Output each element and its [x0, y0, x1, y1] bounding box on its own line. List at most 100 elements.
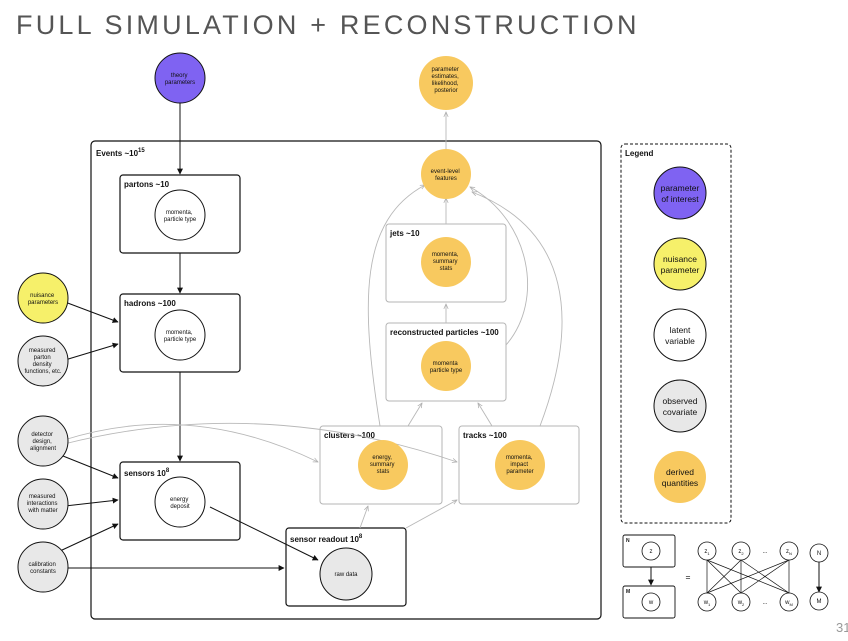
- raw-data-node: raw data: [319, 547, 373, 601]
- calibration-constants-circle: [17, 541, 69, 593]
- legend-nuisance-line: parameter: [661, 265, 700, 275]
- legend-nuisance-circle: [653, 237, 707, 291]
- measured-interactions-circle: [17, 478, 69, 530]
- edge-readout-to-clusters: [359, 506, 368, 529]
- energy-deposit-line: energy: [170, 497, 188, 503]
- mini-w-node-label: w2: [737, 600, 745, 607]
- partons-circle: [154, 189, 206, 241]
- edge-tracks-to-reco: [478, 403, 493, 427]
- mini-plate-m-label: M: [626, 589, 630, 595]
- jets-label: momenta, summary stats: [432, 252, 460, 272]
- partons-label: momenta, particle type: [164, 210, 197, 223]
- measured-interactions-node: measured interactions with matter: [17, 478, 69, 530]
- mini-w-node-circle: [731, 592, 751, 612]
- mini-w-subscript: 1: [708, 602, 711, 607]
- sensor-readout-plate-label-text: sensor readout 10: [290, 535, 359, 544]
- reconstructed-particles-circle: [421, 341, 471, 391]
- legend-parameter-line: parameter: [661, 183, 700, 193]
- event-level-features-circle: [421, 149, 471, 199]
- parameter-estimates-node: parameter estimates, likelihood, posteri…: [419, 56, 473, 110]
- edge-clusters-to-event: [367, 185, 425, 427]
- edge-nuisance-to-hadrons: [64, 301, 119, 323]
- sensor-readout-plate-label: sensor readout 108: [290, 534, 363, 544]
- legend-parameter-circle: [653, 166, 707, 220]
- clusters-line: summary: [370, 462, 395, 468]
- event-level-features-label: event-level features: [431, 169, 462, 182]
- measured-interactions-line: interactions: [27, 501, 58, 507]
- mini-z-label: z: [650, 549, 653, 555]
- mini-n-label: N: [817, 551, 821, 557]
- page-number: 31: [836, 620, 848, 635]
- mini-equals-sign: =: [686, 572, 691, 582]
- sensor-readout-plate-label-exponent: 8: [359, 534, 363, 540]
- legend-observed-circle: [653, 379, 707, 433]
- reconstructed-particles-node: momenta particle type: [421, 341, 471, 391]
- legend-nuisance-line: nuisance: [663, 254, 697, 264]
- legend-latent-circle: [653, 308, 707, 362]
- parton-density-functions-node: measured parton density functions, etc.: [17, 335, 69, 387]
- reconstructed-particles-line: momenta: [433, 361, 459, 367]
- calibration-constants-label: calibration constants: [28, 562, 57, 575]
- mini-z-symbol: z: [738, 549, 741, 555]
- partons-line: momenta,: [166, 210, 193, 216]
- legend-derived-line: derived: [666, 467, 694, 477]
- mini-w-circle: [641, 592, 661, 612]
- mini-z-circle: [641, 541, 661, 561]
- calibration-constants-line: constants: [30, 569, 56, 575]
- detector-design-line: alignment: [30, 446, 56, 452]
- mini-z-subscript: N: [789, 551, 792, 556]
- mini-z-node-circle: [731, 541, 751, 561]
- legend-derived-line: quantities: [662, 478, 698, 488]
- raw-data-label: raw data: [334, 572, 358, 578]
- edge-detector-to-clusters: [63, 423, 318, 462]
- event-level-features-line: features: [435, 176, 457, 182]
- mini-edge: [740, 559, 790, 594]
- clusters-line: energy,: [372, 455, 392, 461]
- jets-node: momenta, summary stats: [421, 237, 471, 287]
- hadrons-plate-label: hadrons ~100: [124, 299, 176, 308]
- parameter-estimates-circle: [419, 56, 473, 110]
- theory-parameters-line: theory: [171, 73, 188, 79]
- parton-density-functions-line: parton: [34, 355, 51, 361]
- event-level-features-node: event-level features: [421, 149, 471, 199]
- parameter-estimates-line: likelihood,: [432, 81, 459, 87]
- partons-node: momenta, particle type: [154, 189, 206, 241]
- detector-design-line: design,: [32, 439, 52, 445]
- partons-plate-label: partons ~10: [124, 180, 170, 189]
- events-plate-label-exponent: 15: [138, 148, 145, 154]
- clusters-plate-label: clusters ~100: [324, 431, 375, 440]
- mini-edge: [706, 559, 790, 594]
- mini-m-label: M: [817, 599, 822, 605]
- tracks-line: momenta,: [506, 455, 533, 461]
- mini-z-node-label: z1: [704, 549, 710, 556]
- energy-deposit-label: energy deposit: [170, 497, 190, 510]
- tracks-node: momenta, impact parameter: [495, 440, 545, 490]
- measured-interactions-line: with matter: [27, 508, 57, 514]
- hadrons-label: momenta, particle type: [164, 330, 197, 343]
- legend-parameter-line: of interest: [661, 194, 699, 204]
- detector-design-label: detector design, alignment: [30, 432, 56, 452]
- mini-z-node-label: zN: [786, 549, 792, 556]
- legend-observed-line: observed: [663, 396, 698, 406]
- tracks-circle: [495, 440, 545, 490]
- edge-calibration-to-sensors: [59, 523, 119, 552]
- raw-data-circle: [319, 547, 373, 601]
- detector-design-circle: [17, 415, 69, 467]
- nuisance-parameters-line: nuisance: [30, 293, 55, 299]
- edge-sensors-to-raw: [209, 506, 319, 561]
- mini-w-node-circle: [779, 592, 799, 612]
- energy-deposit-circle: [154, 476, 206, 528]
- tracks-label: momenta, impact parameter: [506, 455, 534, 475]
- theory-parameters-node: theory parameters: [154, 52, 206, 104]
- edge-clusters-to-reco: [407, 403, 422, 427]
- events-plate-label-text: Events ~10: [96, 149, 139, 158]
- parameter-estimates-line: posterior: [434, 88, 457, 94]
- nuisance-parameters-line: parameters: [28, 300, 58, 306]
- hadrons-circle: [154, 309, 206, 361]
- parton-density-functions-label: measured parton density functions, etc.: [24, 348, 61, 375]
- mini-w-label: w: [648, 600, 654, 606]
